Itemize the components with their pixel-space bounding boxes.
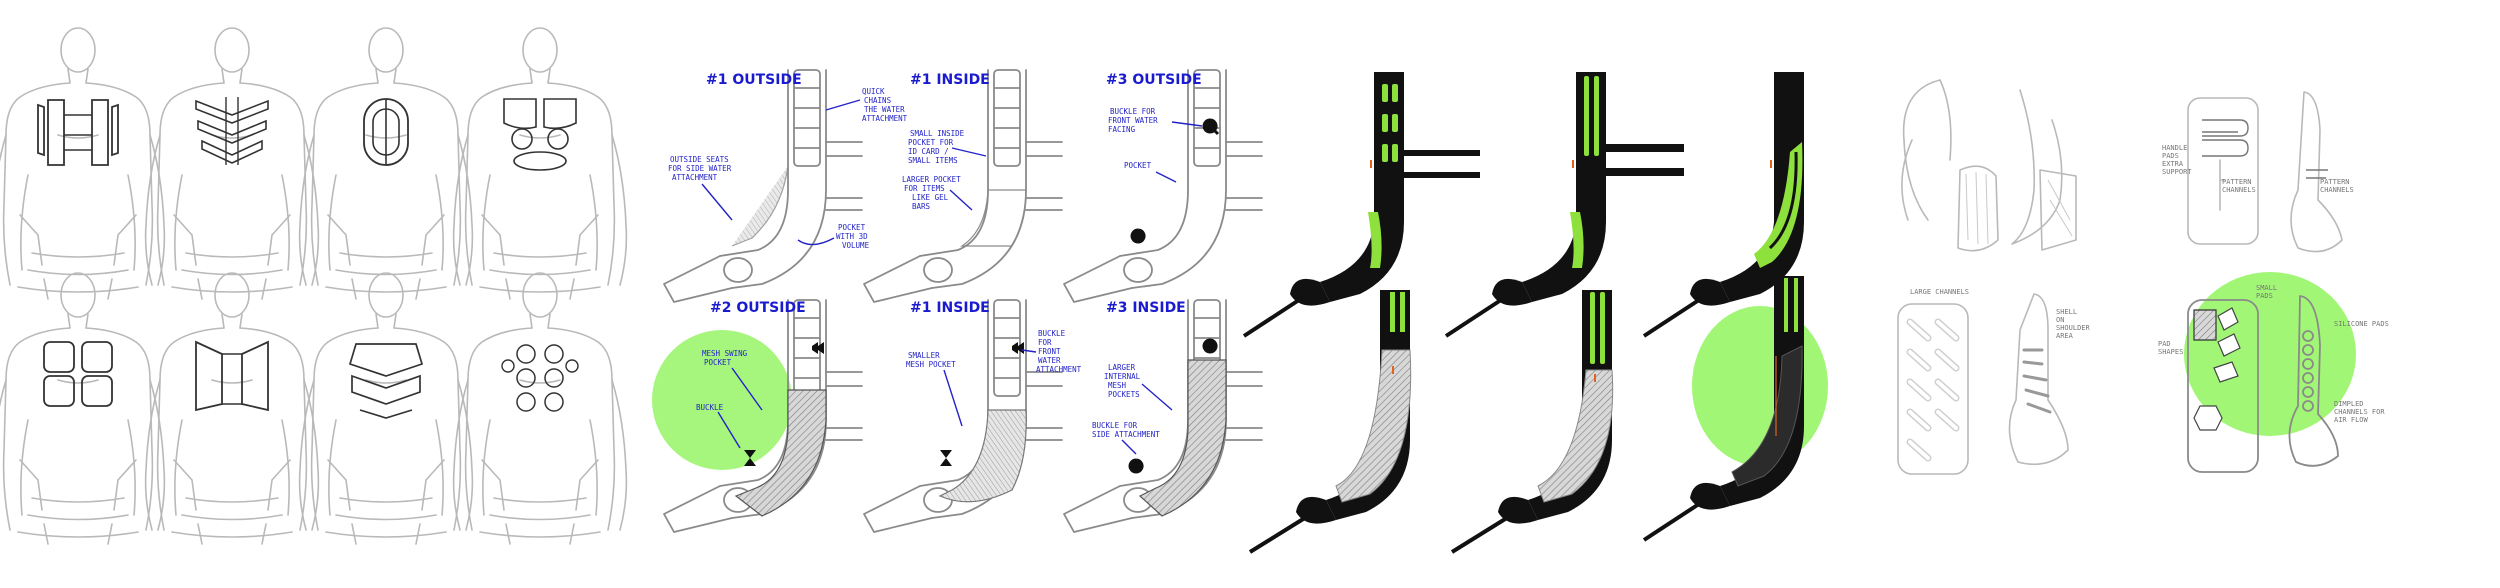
- torso-sketch-8: [452, 272, 628, 545]
- svg-text:POCKET: POCKET: [1124, 161, 1152, 170]
- svg-text:VOLUME: VOLUME: [842, 241, 870, 250]
- strap-label-1-inside: #1 INSIDE: [910, 72, 990, 88]
- pencil-sketch-shoulder-1: [1901, 79, 2077, 252]
- torso-sketch-3: [298, 27, 474, 300]
- svg-text:PADS: PADS: [2256, 292, 2273, 300]
- svg-text:SHAPES: SHAPES: [2158, 348, 2183, 356]
- svg-text:PAD: PAD: [2158, 340, 2171, 348]
- svg-text:SMALLER: SMALLER: [908, 351, 940, 360]
- svg-text:ON: ON: [2056, 316, 2064, 324]
- svg-text:ATTACHMENT: ATTACHMENT: [1036, 365, 1082, 374]
- svg-text:PADS: PADS: [2162, 152, 2179, 160]
- svg-text:POCKET: POCKET: [838, 223, 866, 232]
- svg-text:SHOULDER: SHOULDER: [2056, 324, 2091, 332]
- svg-text:THE WATER: THE WATER: [864, 105, 905, 114]
- svg-text:ATTACHMENT: ATTACHMENT: [862, 114, 908, 123]
- svg-text:LARGE CHANNELS: LARGE CHANNELS: [1910, 288, 1969, 296]
- svg-text:BARS: BARS: [912, 202, 931, 211]
- svg-text:CHANNELS: CHANNELS: [2222, 186, 2256, 194]
- svg-text:FRONT WATER: FRONT WATER: [1108, 116, 1158, 125]
- svg-text:MESH SWING: MESH SWING: [702, 349, 748, 358]
- render-strap-4: [1248, 290, 1412, 554]
- svg-text:HANDLE: HANDLE: [2162, 144, 2187, 152]
- svg-text:SUPPORT: SUPPORT: [2162, 168, 2192, 176]
- svg-text:CHAINS: CHAINS: [864, 96, 892, 105]
- svg-text:FOR ITEMS: FOR ITEMS: [904, 184, 945, 193]
- render-strap-1: [1242, 72, 1480, 338]
- render-strap-6: [1642, 276, 1828, 542]
- svg-text:LIKE GEL: LIKE GEL: [912, 193, 949, 202]
- svg-text:SHELL: SHELL: [2056, 308, 2077, 316]
- strap-label-3-inside: #3 INSIDE: [1106, 300, 1186, 316]
- strap-label-3-outside: #3 OUTSIDE: [1106, 72, 1202, 88]
- svg-text:WATER: WATER: [1038, 356, 1061, 365]
- svg-text:FRONT: FRONT: [1038, 347, 1061, 356]
- torso-sketch-7: [298, 272, 474, 545]
- svg-text:POCKET FOR: POCKET FOR: [908, 138, 954, 147]
- svg-text:DIMPLED: DIMPLED: [2334, 400, 2364, 408]
- svg-text:BUCKLE: BUCKLE: [696, 403, 724, 412]
- torso-sketch-5: [0, 272, 166, 545]
- highlight-circle: [652, 330, 792, 470]
- render-strap-3: [1642, 72, 1804, 338]
- torso-sketch-1: [0, 27, 166, 300]
- svg-text:FOR SIDE WATER: FOR SIDE WATER: [668, 164, 732, 173]
- svg-text:OUTSIDE SEATS: OUTSIDE SEATS: [670, 155, 729, 164]
- svg-text:SMALL INSIDE: SMALL INSIDE: [910, 129, 965, 138]
- svg-text:PATTERN: PATTERN: [2320, 178, 2350, 186]
- torso-sketch-6: [144, 272, 320, 545]
- svg-text:MESH POCKET: MESH POCKET: [906, 360, 956, 369]
- render-strap-5: [1450, 290, 1614, 554]
- svg-text:BUCKLE FOR: BUCKLE FOR: [1110, 107, 1156, 116]
- svg-text:SIDE ATTACHMENT: SIDE ATTACHMENT: [1092, 430, 1160, 439]
- svg-text:CHANNELS FOR: CHANNELS FOR: [2334, 408, 2385, 416]
- highlight-circle: [1692, 306, 1828, 466]
- svg-text:SMALL ITEMS: SMALL ITEMS: [908, 156, 958, 165]
- strap-label-1-inside-b: #1 INSIDE: [910, 300, 990, 316]
- svg-text:SMALL: SMALL: [2256, 284, 2277, 292]
- svg-text:POCKET: POCKET: [704, 358, 732, 367]
- svg-text:INTERNAL: INTERNAL: [1104, 372, 1141, 381]
- svg-text:QUICK: QUICK: [862, 87, 885, 96]
- svg-text:MESH: MESH: [1108, 381, 1127, 390]
- svg-text:PATTERN: PATTERN: [2222, 178, 2252, 186]
- svg-text:SILICONE PADS: SILICONE PADS: [2334, 320, 2389, 328]
- torso-sketch-2: [144, 27, 320, 300]
- strap-label-1-outside: #1 OUTSIDE: [706, 72, 802, 88]
- svg-text:AREA: AREA: [2056, 332, 2074, 340]
- svg-text:BUCKLE FOR: BUCKLE FOR: [1092, 421, 1138, 430]
- svg-text:CHANNELS: CHANNELS: [2320, 186, 2354, 194]
- svg-text:LARGER POCKET: LARGER POCKET: [902, 175, 961, 184]
- svg-text:LARGER: LARGER: [1108, 363, 1136, 372]
- svg-text:ID CARD /: ID CARD /: [908, 147, 949, 156]
- svg-text:BUCKLE: BUCKLE: [1038, 329, 1066, 338]
- svg-text:ATTACHMENT: ATTACHMENT: [672, 173, 718, 182]
- svg-text:FACING: FACING: [1108, 125, 1136, 134]
- svg-text:WITH 3D: WITH 3D: [836, 232, 868, 241]
- svg-text:EXTRA: EXTRA: [2162, 160, 2184, 168]
- svg-text:AIR FLOW: AIR FLOW: [2334, 416, 2369, 424]
- svg-text:POCKETS: POCKETS: [1108, 390, 1140, 399]
- strap-label-2-outside: #2 OUTSIDE: [710, 300, 806, 316]
- svg-text:FOR: FOR: [1038, 338, 1052, 347]
- torso-sketch-4: [452, 27, 628, 300]
- render-strap-2: [1444, 72, 1684, 338]
